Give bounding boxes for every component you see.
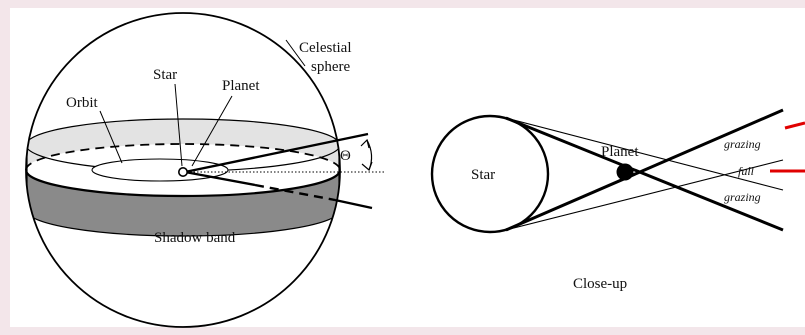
star-label: Star: [153, 67, 177, 83]
hidden-equator-dashed: [25, 143, 341, 171]
star-disk: [430, 114, 550, 234]
theta-label: Θ: [340, 148, 351, 164]
celestial-sphere-panel: [25, 12, 384, 328]
planet-dot: [188, 170, 192, 174]
closeup-star-label: Star: [471, 167, 495, 183]
left-panel-labels: Celestial sphere Star Planet Orbit Θ Sha…: [66, 40, 352, 246]
planet-orbit: [91, 158, 229, 182]
grazing-top-label: grazing: [724, 137, 761, 151]
lower-sightline-visible: [184, 170, 256, 187]
band-front-edge: [26, 169, 340, 198]
theta-arrowhead-bottom: [361, 161, 373, 172]
grazing-bottom-label: grazing: [724, 190, 761, 204]
red-mark-top: [784, 121, 805, 130]
shadow-band-label: Shadow band: [154, 230, 236, 246]
star-leader-line: [174, 83, 183, 167]
lower-sightline-hidden: [254, 183, 336, 202]
planet-disk: [616, 163, 634, 181]
closeup-planet-label: Planet: [601, 144, 639, 160]
theta-arrowhead-top: [360, 138, 370, 149]
shadow-band-upper-region: [26, 119, 340, 170]
celestial-sphere-label-line1: Celestial: [299, 40, 352, 56]
lower-sightline-outer: [334, 198, 373, 210]
shadow-band-lower-region: [26, 170, 340, 236]
close-up-caption: Close-up: [573, 276, 627, 292]
close-up-panel: [430, 108, 805, 234]
planet-leader-line: [191, 95, 233, 167]
planet-label: Planet: [222, 78, 260, 94]
orbit-label: Orbit: [66, 95, 98, 111]
outer-tangent-bottom: [505, 159, 784, 231]
upper-sightline: [184, 132, 369, 174]
right-panel-labels: Star Planet grazing full grazing Close-u…: [471, 137, 761, 292]
band-bottom-front-edge: [26, 209, 340, 237]
inner-tangent-bottom: [505, 108, 784, 232]
inner-tangent-top: [505, 116, 784, 232]
celestial-leader-line: [285, 39, 306, 67]
outer-tangent-top: [505, 117, 784, 191]
star-dot: [178, 167, 189, 178]
full-label: full: [738, 164, 755, 178]
orbit-leader-line: [99, 110, 123, 164]
celestial-sphere-label-line2: sphere: [311, 59, 350, 75]
